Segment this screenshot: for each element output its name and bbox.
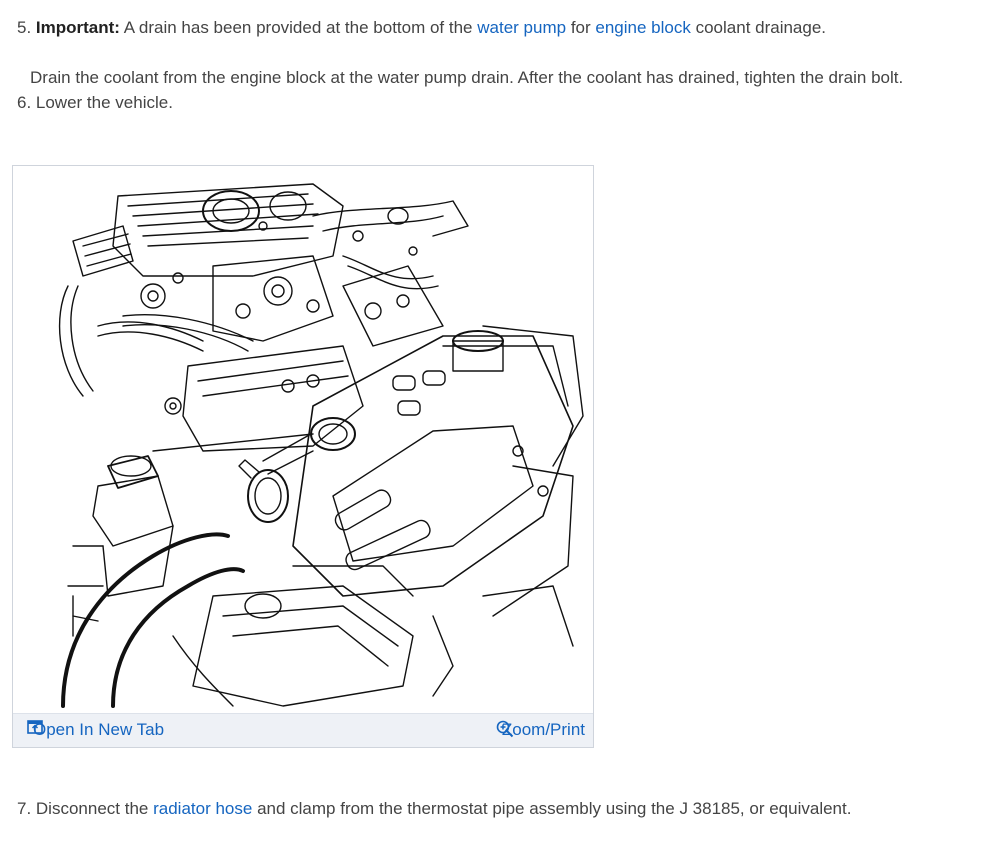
engine-block-link[interactable]: engine block [595,18,691,37]
open-in-new-tab-link[interactable]: Open In New Tab [27,720,164,740]
water-pump-link[interactable]: water pump [477,18,567,37]
step-7-text: 7. Disconnect the radiator hose and clam… [17,798,851,820]
step-5-text-part: A drain has been provided at the bottom … [123,18,473,37]
step-5-text-part: for [570,18,591,37]
open-in-new-tab-label: Open In New Tab [33,720,165,739]
step-7-text-part: 7. Disconnect the [17,799,149,818]
zoom-print-label: Zoom/Print [501,720,585,739]
important-label: Important: [35,18,120,37]
engine-diagram-figure: Open In New Tab Zoom/Print [12,165,594,748]
zoom-print-link[interactable]: Zoom/Print [496,720,585,740]
step-5-text-part: coolant drainage. [695,18,827,37]
step-number: 5. [17,18,32,37]
engine-diagram-illustration [58,183,584,708]
step-5-text: 5. Important: A drain has been provided … [17,17,826,39]
step-7-text-part: and clamp from the thermostat pipe assem… [257,799,852,818]
drain-instruction: Drain the coolant from the engine block … [30,68,904,87]
radiator-hose-link[interactable]: radiator hose [153,799,253,818]
step-6-text: 6. Lower the vehicle. [17,93,173,112]
figure-footer: Open In New Tab Zoom/Print [13,713,593,747]
